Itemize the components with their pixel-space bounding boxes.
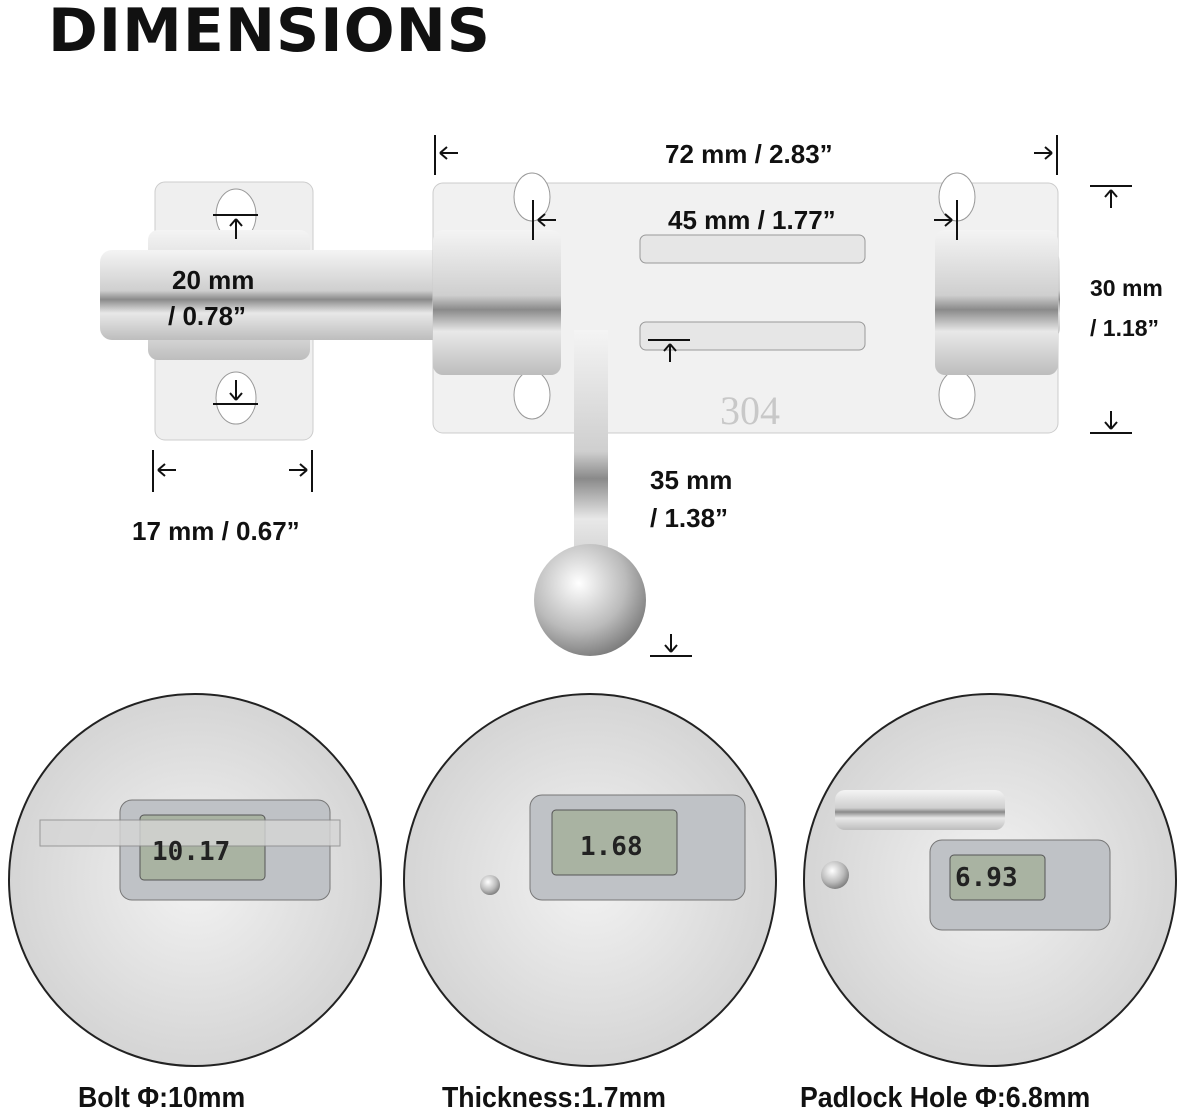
plate-marking: 304 xyxy=(720,388,780,433)
caption-bolt: Bolt Φ:10mm xyxy=(78,1082,246,1114)
page-title: DIMENSIONS xyxy=(48,0,492,66)
keeper-height-mm-label: 20 mm xyxy=(172,265,255,295)
handle-length-mm-label: 35 mm xyxy=(650,465,733,495)
photo-bolt-measurement: 10.17 xyxy=(8,693,382,1067)
photo-thickness-measurement: 1.68 xyxy=(403,693,777,1067)
dimension-lines xyxy=(152,135,1132,657)
keeper-height-in-label: / 0.78” xyxy=(168,301,247,331)
caliper-reading: 1.68 xyxy=(580,832,643,862)
caption-padlock-hole: Padlock Hole Φ:6.8mm xyxy=(800,1082,1091,1114)
keeper-width-label: 17 mm / 0.67” xyxy=(132,516,300,546)
plate-height-mm-label: 30 mm xyxy=(1090,275,1163,301)
hole-spacing-label: 45 mm / 1.77” xyxy=(668,205,836,235)
caliper-reading: 6.93 xyxy=(955,863,1018,893)
caption-thickness: Thickness:1.7mm xyxy=(442,1082,666,1114)
plate-height-in-label: / 1.18” xyxy=(1090,315,1160,341)
handle-knob xyxy=(534,544,646,656)
overall-length-label: 72 mm / 2.83” xyxy=(665,139,833,169)
caliper-reading: 10.17 xyxy=(152,837,230,867)
photo-padlock-hole-measurement: 6.93 xyxy=(803,693,1177,1067)
handle-length-in-label: / 1.38” xyxy=(650,503,729,533)
